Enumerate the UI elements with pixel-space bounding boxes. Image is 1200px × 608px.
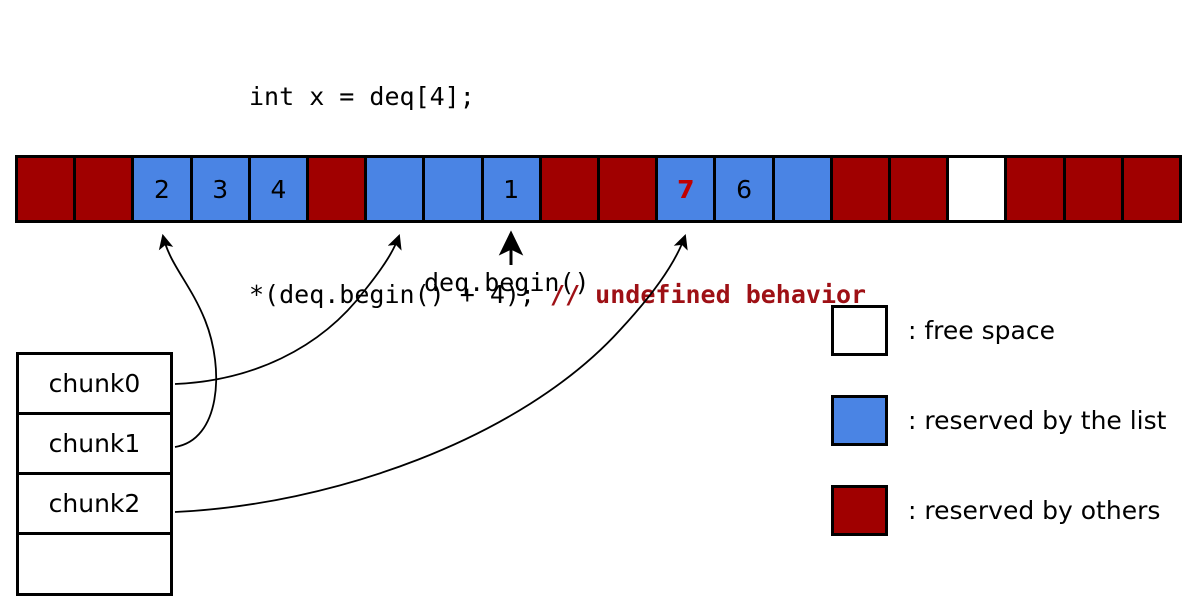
memory-cell-4: 4: [250, 158, 310, 220]
memory-cell-4-value: 4: [270, 174, 287, 204]
memory-cell-3-value: 3: [212, 174, 229, 204]
chunk-row-label: chunk0: [48, 369, 141, 398]
memory-cell-10: [600, 158, 659, 220]
legend-label-free: : free space: [908, 316, 1055, 345]
chunk-row-empty: [19, 535, 170, 593]
legend-item-free: : free space: [831, 302, 1166, 359]
memory-cell-0: [18, 158, 77, 220]
chunk-row-label: chunk1: [48, 429, 141, 458]
code-comment: // undefined behavior: [550, 280, 867, 309]
memory-cell-19: [1123, 158, 1180, 220]
chunk-row-label: chunk2: [48, 489, 141, 518]
deq-begin-label: deq.begin(): [424, 268, 590, 297]
memory-cell-11: 7: [658, 158, 717, 220]
memory-cell-5: [309, 158, 368, 220]
memory-cell-12: 6: [716, 158, 775, 220]
memory-cell-6: [367, 158, 426, 220]
memory-cell-1: [76, 158, 135, 220]
memory-cell-8-value: 1: [503, 174, 520, 204]
legend: : free space : reserved by the list : rese…: [831, 302, 1166, 539]
memory-cell-2-value: 2: [154, 174, 170, 204]
legend-label-list: : reserved by the list: [908, 406, 1167, 435]
memory-cell-7: [425, 158, 484, 220]
memory-cell-16: [949, 158, 1008, 220]
memory-cell-18: [1065, 158, 1124, 220]
memory-cell-12-value: 6: [736, 174, 752, 204]
code-line-1: int x = deq[4];: [249, 82, 475, 111]
memory-cell-15: [891, 158, 950, 220]
chunk-map-table: chunk0 chunk1 chunk2: [16, 352, 173, 596]
chunk-row-chunk2: chunk2: [19, 475, 170, 535]
memory-strip: 2 3 4 1 7 6: [15, 155, 1182, 223]
legend-swatch-others: [831, 485, 888, 536]
legend-item-others: : reserved by others: [831, 482, 1166, 539]
memory-cell-2: 2: [134, 158, 193, 220]
memory-cell-3: 3: [192, 158, 251, 220]
legend-swatch-list: [831, 395, 888, 446]
memory-cell-9: [541, 158, 601, 220]
legend-label-others: : reserved by others: [908, 496, 1161, 525]
memory-cell-13: [774, 158, 833, 220]
legend-item-list: : reserved by the list: [831, 392, 1166, 449]
chunk-row-chunk0: chunk0: [19, 355, 170, 415]
memory-cell-14: [832, 158, 892, 220]
legend-swatch-free: [831, 305, 888, 356]
memory-cell-8: 1: [483, 158, 542, 220]
chunk-row-chunk1: chunk1: [19, 415, 170, 475]
memory-cell-17: [1007, 158, 1066, 220]
memory-cell-11-value: 7: [677, 174, 695, 204]
